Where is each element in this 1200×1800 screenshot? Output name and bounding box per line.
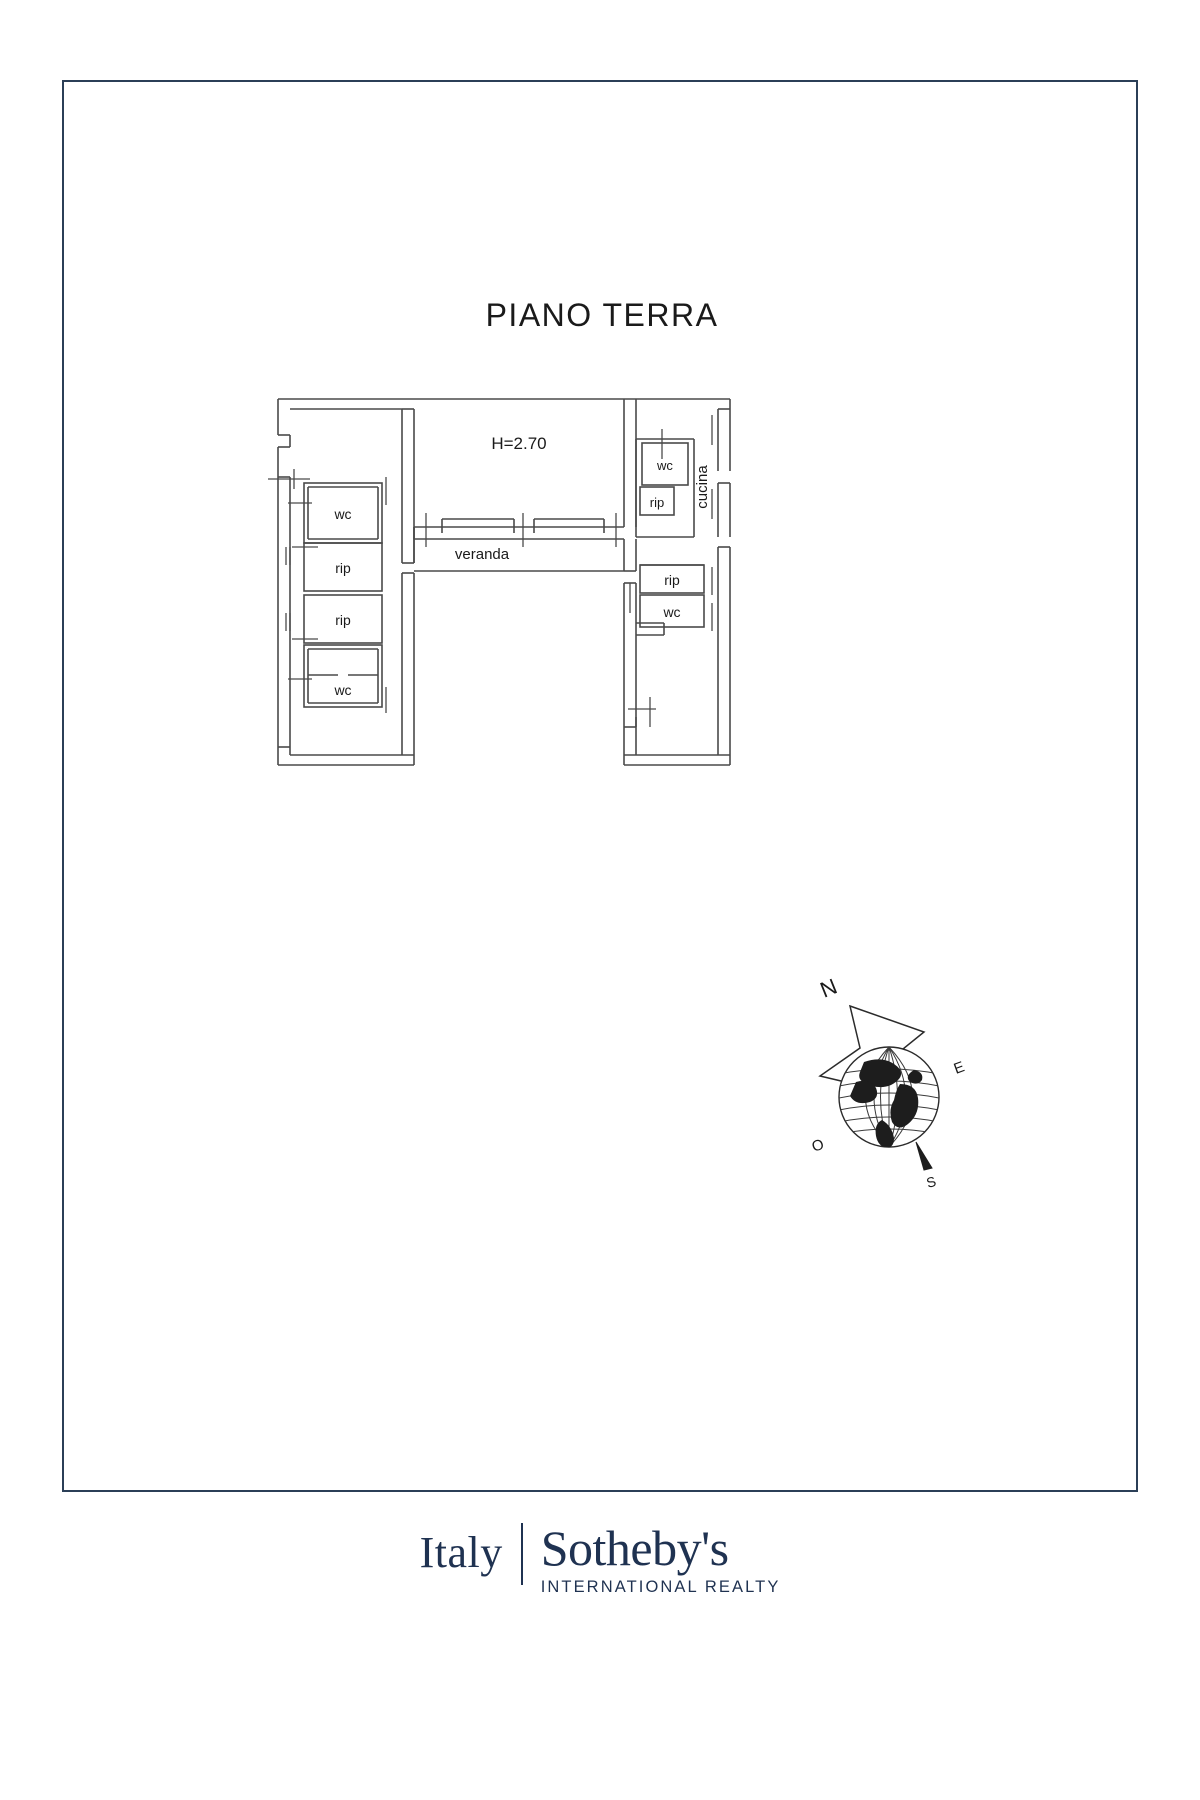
room-label-veranda: veranda	[455, 546, 510, 563]
south-needle-icon	[915, 1141, 933, 1171]
room-label-rip-right-upper: rip	[650, 495, 664, 510]
compass-label-east: E	[952, 1058, 967, 1077]
compass-label-south: S	[924, 1173, 937, 1191]
room-label-wc-right-upper: wc	[656, 458, 673, 473]
compass-rose: N E O S	[764, 962, 994, 1192]
globe-icon	[838, 1046, 940, 1171]
floor-plan-svg: H=2.70 wc rip rip wc veranda wc rip cuci…	[268, 398, 731, 766]
room-label-rip-right-lower: rip	[664, 572, 680, 588]
compass-label-north: N	[817, 974, 841, 1003]
page-title: PIANO TERRA	[485, 297, 719, 333]
room-label-rip-left-upper: rip	[335, 560, 351, 576]
compass-svg: N E O S	[810, 974, 967, 1191]
brand-name-label: Sotheby's	[540, 1520, 729, 1576]
floor-plan-drawing: H=2.70 wc rip rip wc veranda wc rip cuci…	[264, 387, 764, 787]
wall-lines	[268, 398, 731, 766]
plan-frame: PIANO TERRA	[62, 80, 1138, 1492]
brand-logo: Italy Sotheby's INTERNATIONAL REALTY	[0, 1500, 1200, 1620]
room-label-wc-left-upper: wc	[333, 506, 351, 522]
compass-label-west: O	[810, 1136, 827, 1156]
room-label-rip-left-lower: rip	[335, 612, 351, 628]
height-note-label: H=2.70	[491, 434, 546, 453]
logo-divider	[520, 1523, 523, 1585]
brand-subtitle-label: INTERNATIONAL REALTY	[540, 1578, 781, 1596]
globe-landmass	[850, 1059, 923, 1147]
brand-region-label: Italy	[419, 1528, 503, 1577]
room-label-cucina: cucina	[694, 465, 711, 509]
room-label-wc-right-lower: wc	[662, 604, 680, 620]
room-label-wc-left-lower: wc	[333, 682, 351, 698]
